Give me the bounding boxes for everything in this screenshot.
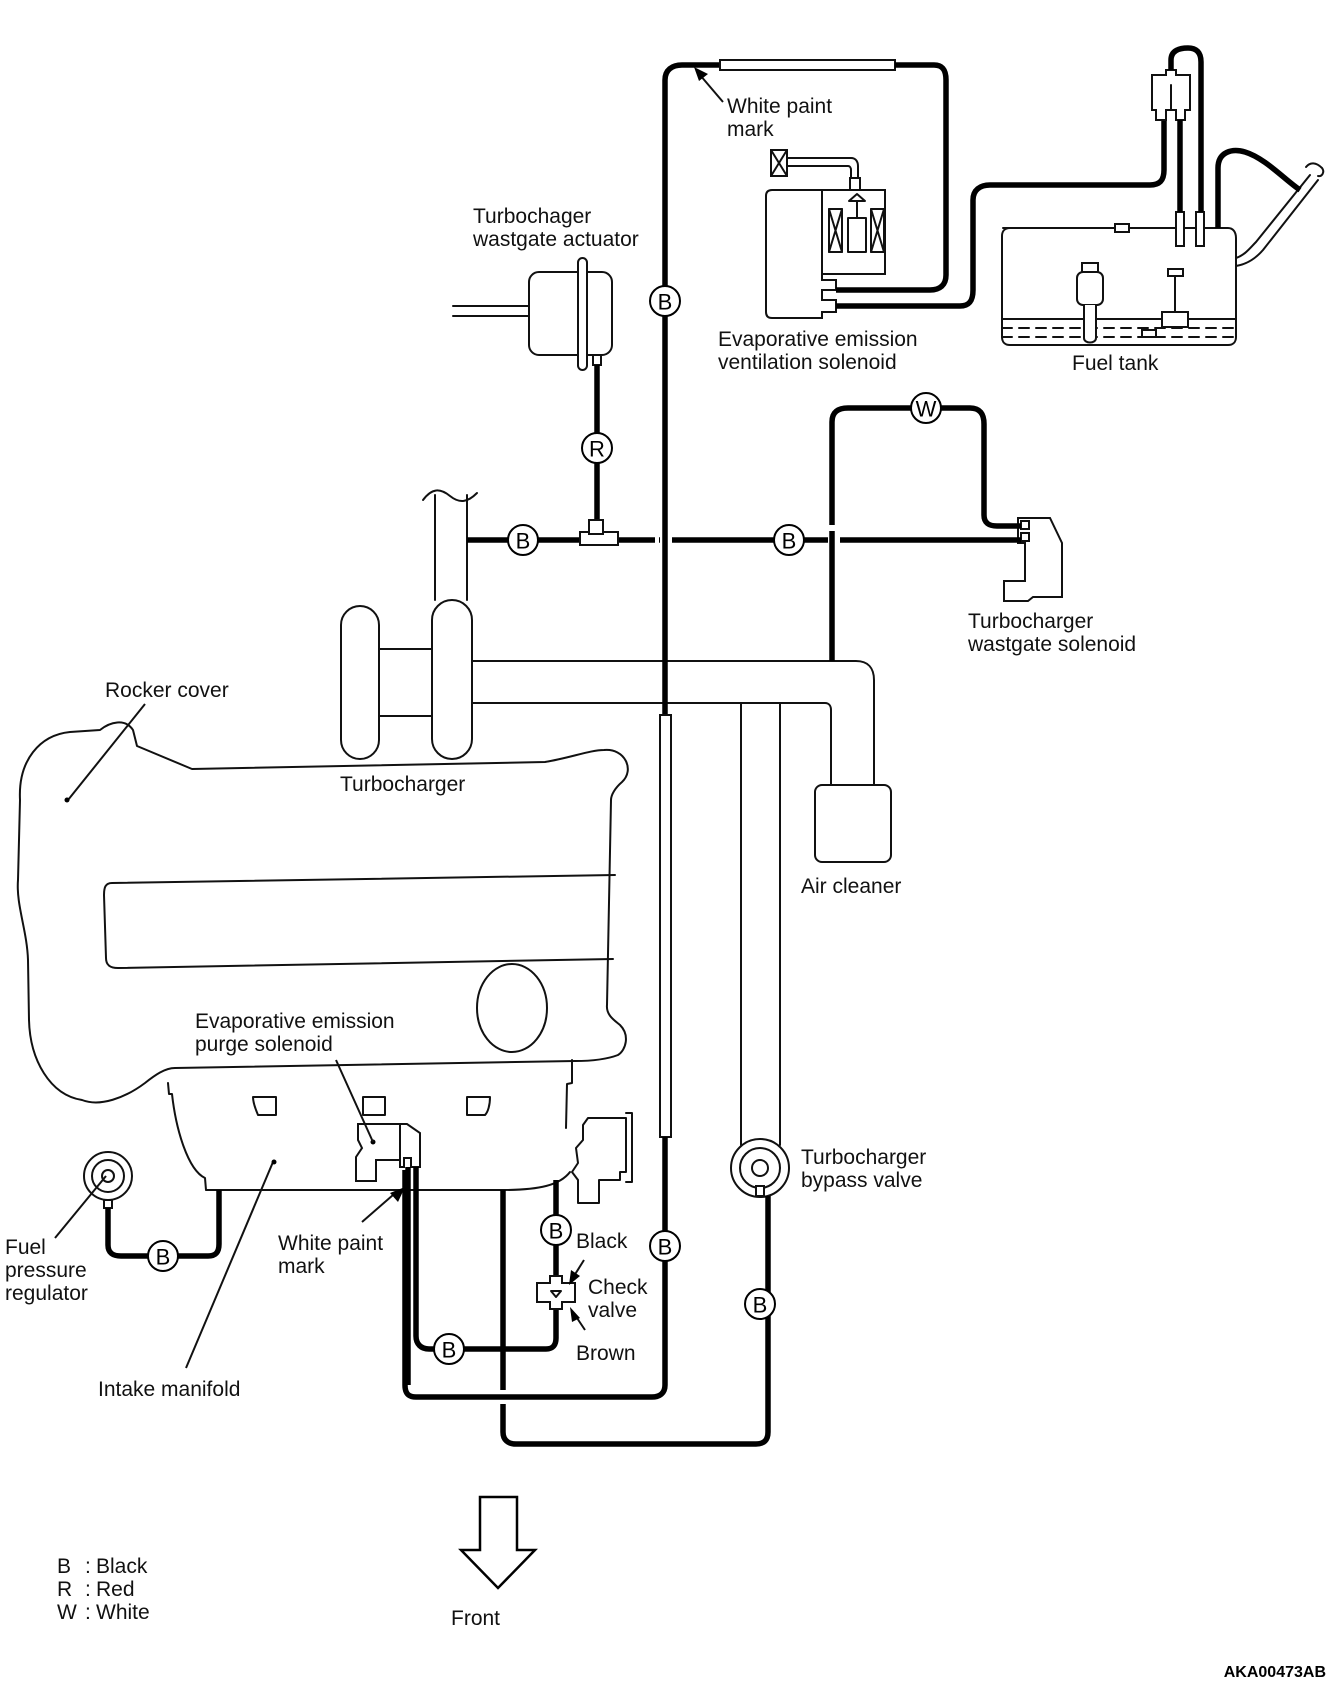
leader-lines bbox=[54, 67, 724, 1369]
label-check-valve-black: Black bbox=[576, 1230, 628, 1253]
svg-text:B: B bbox=[753, 1293, 768, 1318]
hose-sleeve-top bbox=[719, 59, 896, 71]
label-turbocharger: Turbocharger bbox=[340, 773, 465, 796]
legend-item: W : White bbox=[57, 1601, 150, 1624]
label-rocker-cover: Rocker cover bbox=[105, 679, 229, 702]
fuel-pressure-regulator bbox=[83, 1151, 133, 1209]
svg-text:B: B bbox=[442, 1338, 457, 1363]
hose-tag: B bbox=[649, 285, 681, 317]
hose-tag: B bbox=[649, 1230, 681, 1262]
evap-purge-solenoid bbox=[355, 1123, 421, 1182]
hose-tags: B R B B W B B B B B bbox=[147, 285, 942, 1365]
arrow-head-icon bbox=[570, 1307, 580, 1322]
label-fuel-tank: Fuel tank bbox=[1072, 352, 1159, 375]
svg-text:B: B bbox=[658, 290, 673, 315]
wastegate-solenoid bbox=[1003, 517, 1063, 602]
evap-ventilation-solenoid bbox=[765, 149, 886, 319]
label-check-valve-brown: Brown bbox=[576, 1342, 636, 1365]
hose-tag: B bbox=[147, 1240, 179, 1272]
hose-tag: B bbox=[744, 1288, 776, 1320]
svg-text:Black: Black bbox=[96, 1555, 148, 1578]
fuel-tank bbox=[1001, 162, 1325, 346]
svg-text:W: W bbox=[57, 1601, 77, 1624]
svg-text:B: B bbox=[57, 1555, 71, 1578]
legend-item: R : Red bbox=[57, 1578, 135, 1601]
legend: B : Black R : Red W : White bbox=[57, 1555, 150, 1624]
hose-tag: B bbox=[507, 524, 539, 556]
svg-text:B: B bbox=[516, 529, 531, 554]
bypass-valve bbox=[730, 1138, 790, 1198]
svg-text:B: B bbox=[156, 1245, 171, 1270]
label-air-cleaner: Air cleaner bbox=[801, 875, 901, 898]
svg-text::: : bbox=[85, 1601, 91, 1624]
hose-tag: R bbox=[581, 432, 613, 464]
hose-tag: B bbox=[540, 1214, 572, 1246]
wastegate-actuator bbox=[452, 257, 613, 371]
svg-text:B: B bbox=[549, 1219, 564, 1244]
svg-text:Red: Red bbox=[96, 1578, 135, 1601]
label-intake-manifold: Intake manifold bbox=[98, 1378, 240, 1401]
hose-tag: B bbox=[433, 1333, 465, 1365]
arrow-head-icon bbox=[390, 1187, 405, 1202]
hose-tag: B bbox=[773, 524, 805, 556]
front-arrow-icon bbox=[458, 1495, 538, 1590]
intake-manifold bbox=[167, 1059, 633, 1204]
svg-text::: : bbox=[85, 1578, 91, 1601]
hose-tag: W bbox=[910, 392, 942, 424]
rocker-cover bbox=[16, 721, 629, 1104]
figure-code: AKA00473AB bbox=[1224, 1664, 1326, 1681]
svg-text:B: B bbox=[782, 529, 797, 554]
arrow-head-icon bbox=[569, 1270, 580, 1285]
legend-item: B : Black bbox=[57, 1555, 148, 1578]
svg-text:R: R bbox=[57, 1578, 72, 1601]
air-cleaner bbox=[814, 784, 892, 863]
svg-text::: : bbox=[85, 1555, 91, 1578]
arrow-head-icon bbox=[694, 67, 708, 81]
hoses bbox=[105, 45, 1302, 1447]
turbocharger bbox=[340, 489, 875, 1146]
svg-text:B: B bbox=[658, 1235, 673, 1260]
hose-sleeve-long bbox=[659, 714, 672, 1138]
check-valve bbox=[536, 1275, 576, 1310]
label-front: Front bbox=[451, 1607, 500, 1630]
svg-text:White: White bbox=[96, 1601, 150, 1624]
svg-text:R: R bbox=[589, 437, 605, 462]
svg-text:W: W bbox=[916, 397, 937, 422]
